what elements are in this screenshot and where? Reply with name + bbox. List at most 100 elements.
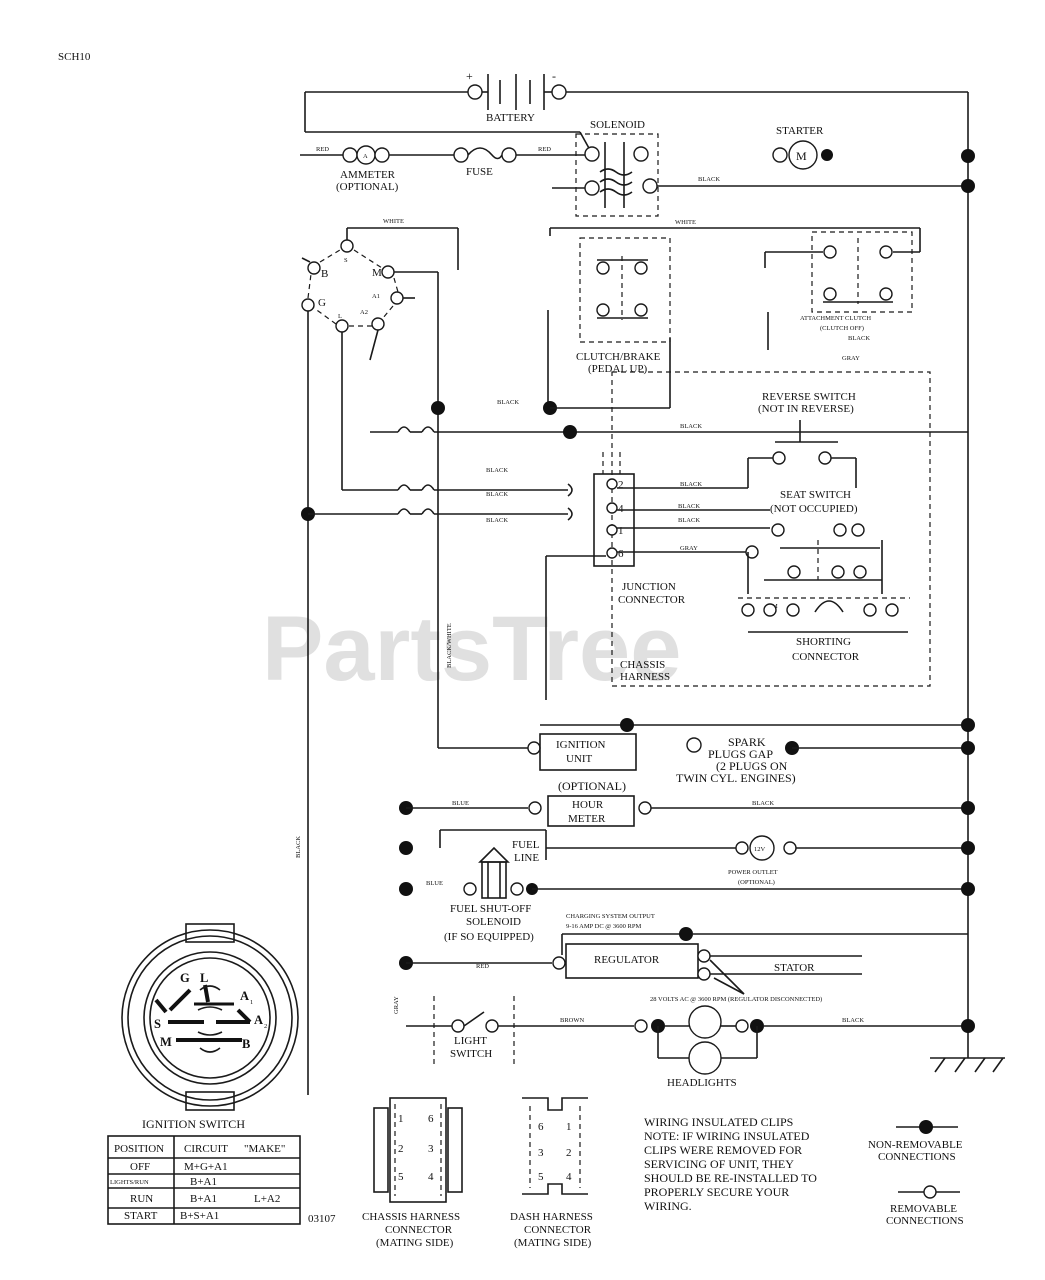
regulator: REGULATOR RED STATOR 28 VOLTS AC @ 3600 … bbox=[399, 943, 862, 1003]
junction-pin-6: 6 bbox=[618, 548, 624, 560]
fuel-solenoid-label3: (IF SO EQUIPPED) bbox=[444, 931, 534, 943]
ammeter-symbol: A bbox=[363, 153, 368, 160]
wire-white-top: WHITE bbox=[675, 219, 696, 226]
seat-switch-label2: (NOT OCCUPIED) bbox=[770, 503, 858, 515]
face-a2-sub: 2 bbox=[264, 1023, 267, 1030]
hour-meter: (OPTIONAL) HOUR METER BLUE BLACK bbox=[399, 779, 975, 827]
chassis-pin-c: 2 bbox=[398, 1143, 404, 1155]
wire-brown: BROWN bbox=[560, 1017, 585, 1024]
legend-non-removable-dot bbox=[919, 1120, 933, 1134]
wiring-note: WIRING INSULATED CLIPS NOTE: IF WIRING I… bbox=[644, 1115, 817, 1213]
note-line-4: SHOULD BE RE-INSTALLED TO bbox=[644, 1171, 817, 1185]
ignition-unit-label1: IGNITION bbox=[556, 739, 606, 751]
wire-black-6: BLACK bbox=[678, 503, 700, 510]
wire-blue-fuel: BLUE bbox=[426, 880, 443, 887]
fuel-solenoid-label1: FUEL SHUT-OFF bbox=[450, 903, 531, 915]
stator-note: 28 VOLTS AC @ 3600 RPM (REGULATOR DISCON… bbox=[650, 996, 822, 1003]
chassis-harness-label1: CHASSIS bbox=[620, 659, 665, 671]
ign-table-header-position: POSITION bbox=[114, 1143, 164, 1155]
fuel-shutoff-solenoid: BLUE FUEL SHUT-OFF SOLENOID (IF SO EQUIP… bbox=[399, 846, 975, 943]
legend: NON-REMOVABLE CONNECTIONS REMOVABLE CONN… bbox=[868, 1120, 964, 1227]
reverse-switch-label2: (NOT IN REVERSE) bbox=[758, 403, 854, 415]
ign-table-r2-pos: LIGHTS/RUN bbox=[110, 1179, 149, 1186]
clutch-brake-label2: (PEDAL UP) bbox=[588, 363, 648, 375]
legend-removable-label1: REMOVABLE bbox=[890, 1203, 957, 1215]
note-title: WIRING INSULATED CLIPS bbox=[644, 1115, 793, 1129]
wire-red-ammeter: RED bbox=[316, 146, 329, 153]
face-g: G bbox=[180, 971, 190, 985]
headlights: BLACK HEADLIGHTS bbox=[634, 1005, 975, 1089]
dash-pin-d: 2 bbox=[566, 1147, 572, 1159]
charging-label1: CHARGING SYSTEM OUTPUT bbox=[566, 913, 655, 920]
legend-non-removable-label1: NON-REMOVABLE bbox=[868, 1139, 963, 1151]
junction-label1: JUNCTION bbox=[622, 581, 676, 593]
ign-table-header-make: "MAKE" bbox=[244, 1143, 285, 1155]
chassis-pin-d: 3 bbox=[428, 1143, 434, 1155]
note-line-6: WIRING. bbox=[644, 1199, 692, 1213]
chassis-pin-b: 6 bbox=[428, 1113, 434, 1125]
charging-label2: 9-16 AMP DC @ 3600 RPM bbox=[566, 923, 641, 930]
dash-connector-label2: CONNECTOR bbox=[524, 1224, 592, 1236]
ign-term-l: L bbox=[338, 313, 342, 320]
starter: M STARTER bbox=[772, 125, 833, 170]
junction-pin-2: 2 bbox=[618, 479, 624, 491]
junction-connector: 2 4 1 6 JUNCTION CONNECTOR bbox=[593, 452, 686, 606]
ignition-switch-table: POSITION CIRCUIT "MAKE" OFF M+G+A1 LIGHT… bbox=[107, 1135, 301, 1225]
wire-black-4: BLACK bbox=[680, 481, 702, 488]
fuel-line-label2: LINE bbox=[514, 852, 539, 864]
ign-term-s: S bbox=[344, 257, 348, 264]
spark-label3: (2 PLUGS ON bbox=[716, 759, 788, 773]
legend-non-removable-label2: CONNECTIONS bbox=[878, 1151, 956, 1163]
face-a2: A bbox=[254, 1013, 263, 1027]
dash-harness-connector: 6 1 3 2 5 4 DASH HARNESS CONNECTOR (MATI… bbox=[510, 1097, 593, 1249]
wire-black-lights: BLACK bbox=[842, 1017, 864, 1024]
battery-minus: - bbox=[552, 69, 556, 83]
power-outlet-symbol: 12V bbox=[754, 846, 766, 853]
starter-label: STARTER bbox=[776, 125, 824, 137]
dash-pin-b: 1 bbox=[566, 1121, 572, 1133]
chassis-pin-e: 5 bbox=[398, 1171, 404, 1183]
ammeter: A RED AMMETER (OPTIONAL) bbox=[300, 145, 399, 193]
clutch-brake-switch: CLUTCH/BRAKE (PEDAL UP) bbox=[576, 237, 671, 375]
face-l: L bbox=[200, 971, 208, 985]
ign-term-a2: A2 bbox=[360, 309, 368, 316]
ign-table-r2-circuit: B+A1 bbox=[190, 1176, 217, 1188]
ignition-unit: IGNITION UNIT bbox=[527, 733, 637, 771]
spark-label1: SPARK bbox=[728, 735, 766, 749]
fuse-label: FUSE bbox=[466, 166, 493, 178]
face-b: B bbox=[242, 1037, 250, 1051]
ignition-switch-schematic: B S M A1 A2 L G bbox=[301, 239, 404, 333]
headlights-label: HEADLIGHTS bbox=[667, 1077, 737, 1089]
legend-removable-label2: CONNECTIONS bbox=[886, 1215, 964, 1227]
face-a1: A bbox=[240, 989, 249, 1003]
light-switch-label2: SWITCH bbox=[450, 1048, 492, 1060]
drawing-number: 03107 bbox=[308, 1213, 336, 1225]
solenoid: SOLENOID bbox=[575, 119, 659, 217]
wire-black-attach: BLACK bbox=[848, 335, 870, 342]
fuel-line-label1: FUEL bbox=[512, 839, 540, 851]
chassis-harness-label2: HARNESS bbox=[620, 671, 670, 683]
ignition-switch-title: IGNITION SWITCH bbox=[142, 1117, 245, 1131]
wire-blue-hour: BLUE bbox=[452, 800, 469, 807]
wire-black-vertical: BLACK bbox=[295, 836, 302, 858]
ign-table-r3-make: L+A2 bbox=[254, 1193, 280, 1205]
wire-black-clutch: BLACK bbox=[497, 399, 519, 406]
reverse-switch: REVERSE SWITCH (NOT IN REVERSE) bbox=[748, 391, 857, 488]
ign-term-g: G bbox=[318, 297, 326, 309]
ammeter-note: (OPTIONAL) bbox=[336, 181, 399, 193]
ign-table-r1-pos: OFF bbox=[130, 1161, 150, 1173]
fuse: FUSE bbox=[453, 147, 517, 178]
dash-connector-label1: DASH HARNESS bbox=[510, 1211, 593, 1223]
ignition-switch-face: G L A 1 A 2 S M B bbox=[121, 923, 299, 1111]
seat-switch-label1: SEAT SWITCH bbox=[780, 489, 851, 501]
wire-gray-attach: GRAY bbox=[842, 355, 860, 362]
note-line-5: PROPERLY SECURE YOUR bbox=[644, 1185, 789, 1199]
wire-black-3: BLACK bbox=[486, 491, 508, 498]
junction-pin-4: 4 bbox=[618, 503, 624, 515]
note-line-2: CLIPS WERE REMOVED FOR bbox=[644, 1143, 802, 1157]
chassis-connector-label2: CONNECTOR bbox=[385, 1224, 453, 1236]
ign-table-r4-circuit: B+S+A1 bbox=[180, 1210, 219, 1222]
shorting-label1: SHORTING bbox=[796, 636, 851, 648]
chassis-pin-f: 4 bbox=[428, 1171, 434, 1183]
